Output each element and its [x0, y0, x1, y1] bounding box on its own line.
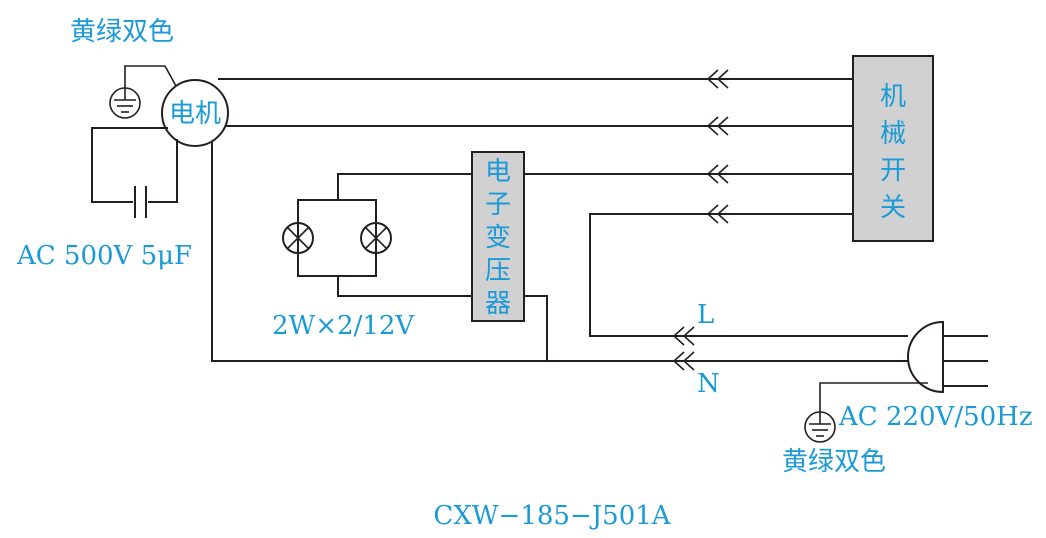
transformer-char: 子: [485, 190, 511, 220]
lamp-circuit: [297, 173, 472, 297]
wire-transformer-neutral: [524, 295, 548, 361]
connector-icon: [706, 116, 729, 136]
connector-icon: [672, 326, 695, 346]
ground-icon: [804, 411, 836, 443]
wire-live: [589, 213, 908, 337]
transformer-char: 变: [485, 223, 511, 253]
connector-icon: [706, 204, 729, 224]
model-number: CXW−185−J501A: [433, 501, 671, 531]
wire-neutral: [211, 141, 908, 362]
switch-char: 机: [880, 82, 906, 112]
supply-label: AC 220V/50Hz: [838, 402, 1033, 432]
wire-plug-ground: [819, 382, 928, 413]
switch-char: 开: [880, 156, 906, 186]
line-N-label: N: [697, 369, 720, 399]
transformer: 电 子 变 压 器: [471, 151, 525, 322]
connector-icon: [672, 351, 695, 371]
motor: 电机: [161, 79, 229, 147]
switch-char: 械: [880, 119, 906, 149]
capacitor-label: AC 500V 5μF: [16, 241, 192, 271]
line-L-label: L: [697, 300, 714, 330]
lamp-icon: [360, 222, 392, 254]
motor-label: 电机: [169, 99, 221, 129]
ground-label-bottom: 黄绿双色: [782, 447, 886, 477]
switch-char: 关: [880, 193, 906, 223]
mechanical-switch: 机 械 开 关: [852, 55, 934, 242]
ground-icon: [109, 65, 165, 119]
transformer-char: 压: [485, 256, 511, 286]
lamps-label: 2W×2/12V: [272, 311, 415, 341]
lamp-icon: [282, 222, 314, 254]
ground-label-top: 黄绿双色: [70, 17, 174, 47]
capacitor-icon: [91, 127, 178, 218]
connector-icon: [706, 164, 729, 184]
connector-icon: [706, 69, 729, 89]
plug-icon: [907, 320, 988, 394]
transformer-char: 电: [485, 157, 511, 187]
transformer-char: 器: [485, 289, 511, 319]
